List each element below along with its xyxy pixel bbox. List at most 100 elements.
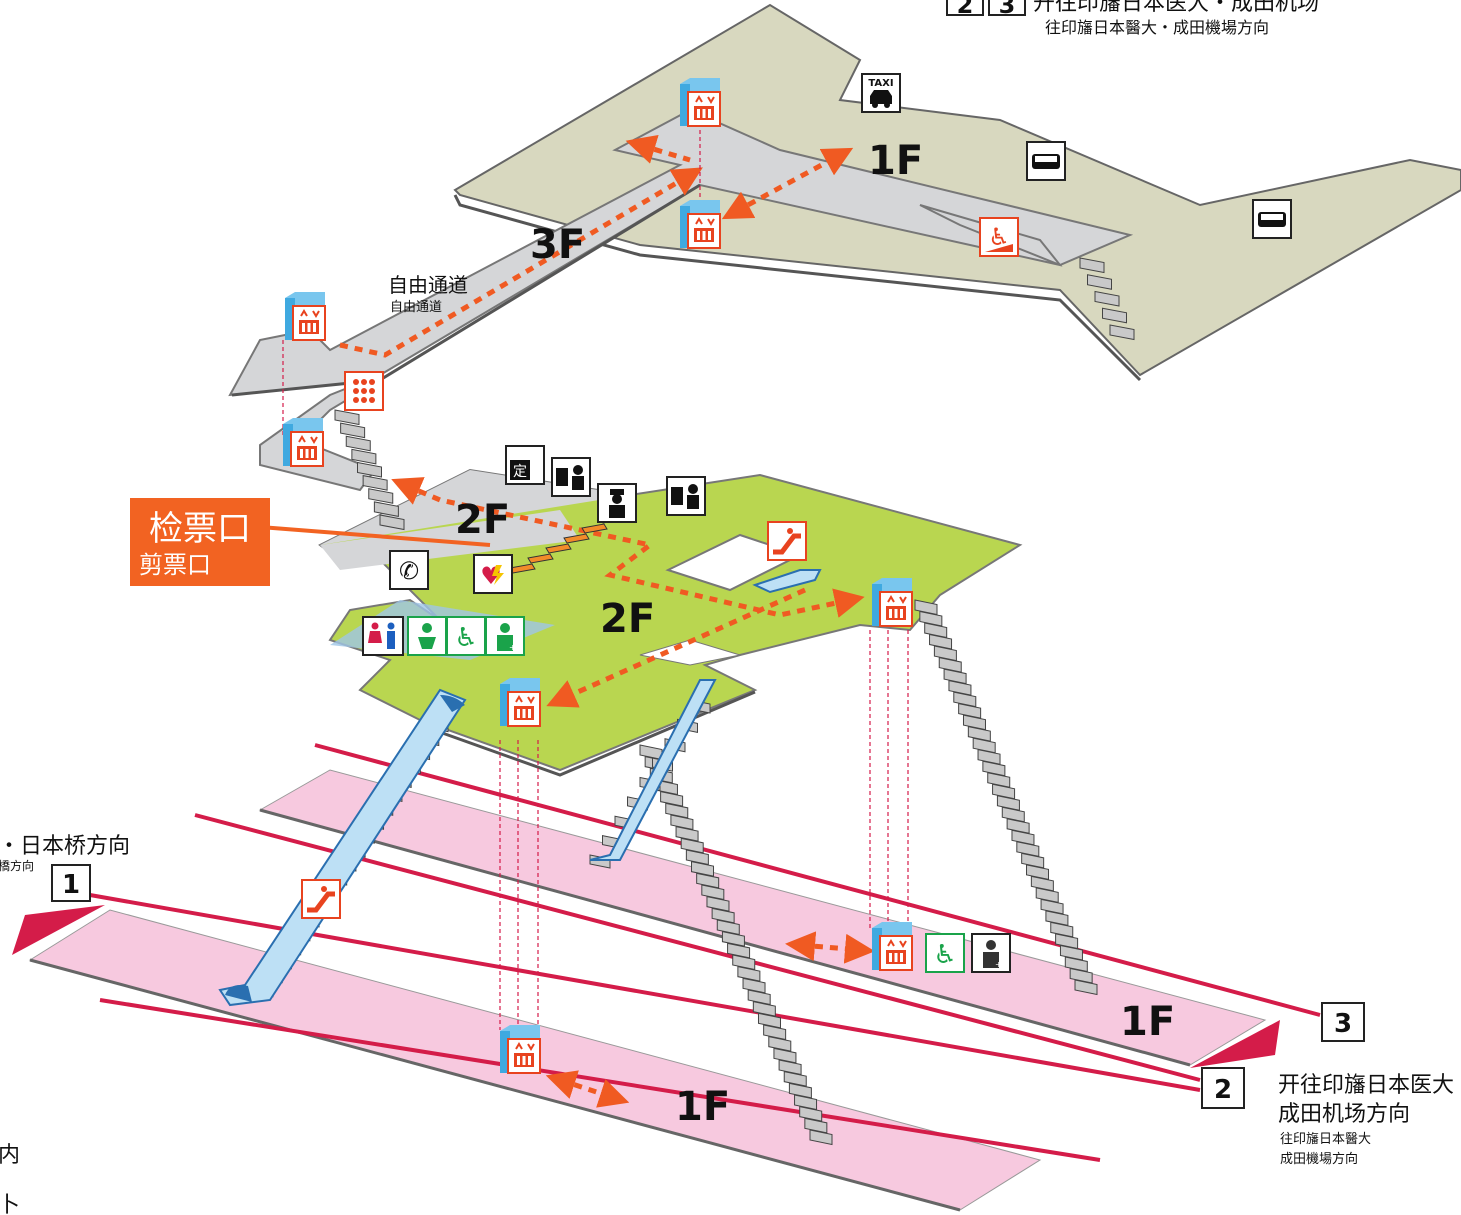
svg-text:♿: ♿	[988, 223, 1010, 251]
platform-1-badge: 1	[51, 864, 91, 902]
free-passage-sublabel: 自由通道	[390, 300, 442, 315]
escalator-icon	[301, 879, 341, 919]
stair-step	[992, 783, 1016, 800]
stair-step	[727, 942, 751, 959]
elevator-icon	[500, 1025, 541, 1074]
stair-step	[1079, 257, 1105, 274]
stair-step	[706, 896, 730, 912]
ticket-gate	[527, 553, 554, 564]
top-platform-3: 3	[999, 0, 1016, 19]
stair-step	[1001, 806, 1025, 823]
floor-2f-concourse-label: 2F	[600, 596, 655, 642]
ticket-office-icon	[551, 457, 591, 497]
stair-step	[1055, 933, 1079, 950]
elevator-icon	[872, 922, 913, 971]
stair-step	[1030, 875, 1054, 892]
stair-step	[1109, 324, 1135, 341]
stair-step	[972, 737, 996, 754]
stair-step	[778, 1059, 802, 1076]
stair-step	[1064, 956, 1088, 973]
stair-step	[773, 1047, 797, 1064]
stair-step	[1094, 290, 1120, 307]
stair-step	[967, 726, 991, 742]
stair-step	[1045, 910, 1069, 927]
bus-icon	[1252, 199, 1292, 239]
platform-3-badge: 3	[1321, 1002, 1365, 1042]
stair-step	[987, 772, 1011, 788]
stair-step	[691, 861, 715, 877]
stair-step	[996, 795, 1020, 811]
stair-step	[948, 679, 972, 696]
commuter-pass-icon: 定	[505, 445, 545, 485]
stair-step	[675, 826, 699, 842]
stair-step	[1087, 274, 1112, 290]
pass-label: 定	[513, 464, 527, 480]
stair-step	[958, 703, 982, 719]
stair-step	[757, 1012, 781, 1029]
platform-2-number: 2	[1214, 1075, 1232, 1105]
stair-step	[794, 1094, 818, 1111]
escalator-icon	[767, 521, 807, 561]
stair-step	[357, 461, 382, 478]
stair-step	[943, 668, 967, 685]
right-direction-sublabel-2: 成田機場方向	[1280, 1151, 1358, 1167]
ticket-gate	[563, 533, 590, 544]
stair-step	[711, 907, 735, 924]
stair-step	[1026, 864, 1050, 880]
elevator-shafts	[282, 130, 909, 1030]
floor-1f-platform2-label: 1F	[1120, 999, 1175, 1045]
stair-step	[919, 610, 943, 627]
elevator-icon	[500, 678, 541, 727]
aed-icon: ♥	[473, 554, 513, 594]
stair-step	[639, 744, 663, 761]
ticket-gate-sublabel: 剪票口	[139, 551, 211, 579]
stair-step	[977, 749, 1001, 765]
wheelchair-icon: ♿	[446, 616, 486, 656]
stair-step	[929, 633, 953, 650]
elevator-icon	[680, 200, 721, 249]
toilet-icon	[362, 616, 404, 656]
stair-step	[1021, 852, 1045, 869]
stair-step	[1059, 944, 1083, 961]
stair-step	[747, 989, 771, 1006]
svg-text:♿: ♿	[933, 940, 956, 970]
telephone-icon: ✆	[389, 550, 429, 590]
taxi-icon: TAXI	[861, 73, 901, 113]
wheelchair-icon: ♿	[925, 933, 965, 973]
stair-step	[373, 501, 399, 517]
stair-step	[1102, 307, 1127, 324]
stair-step	[351, 448, 377, 465]
stair-step	[362, 475, 388, 491]
stair-step	[696, 872, 720, 889]
direction-arrow-left	[12, 905, 105, 955]
ticket-gate-label: 检票口	[149, 509, 251, 549]
stair-step	[799, 1106, 823, 1122]
top-direction-label: 开往印旛日本医大・成田机场	[1033, 0, 1319, 16]
stair-step	[763, 1024, 787, 1041]
stair-step	[783, 1071, 807, 1087]
platform-3-number: 3	[1334, 1009, 1352, 1039]
stair-step	[701, 884, 725, 901]
stair-step	[660, 791, 684, 807]
stair-step	[665, 802, 689, 819]
stair-step	[788, 1082, 812, 1099]
stair-step	[962, 714, 986, 731]
elevator-icon	[283, 418, 324, 467]
stair-step	[982, 760, 1006, 777]
stair-step	[334, 409, 360, 426]
floor-3f-label: 3F	[530, 222, 585, 268]
floor-1f-ground-label: 1F	[868, 138, 923, 184]
ticket-gate-callout: 检票口 剪票口	[130, 498, 491, 586]
stair-step	[670, 814, 694, 831]
stair-step	[938, 656, 962, 673]
right-direction-label-1: 开往印旛日本医大	[1278, 1073, 1454, 1098]
braille-block-icon	[344, 371, 384, 411]
stair-step	[742, 977, 766, 994]
left-direction-sublabel: 橋方向	[0, 858, 34, 873]
elevator-icon	[680, 78, 721, 127]
stair-step	[1006, 818, 1030, 834]
top-platform-2: 2	[957, 0, 974, 19]
stair-step	[1074, 979, 1098, 996]
stair-step	[933, 645, 957, 662]
